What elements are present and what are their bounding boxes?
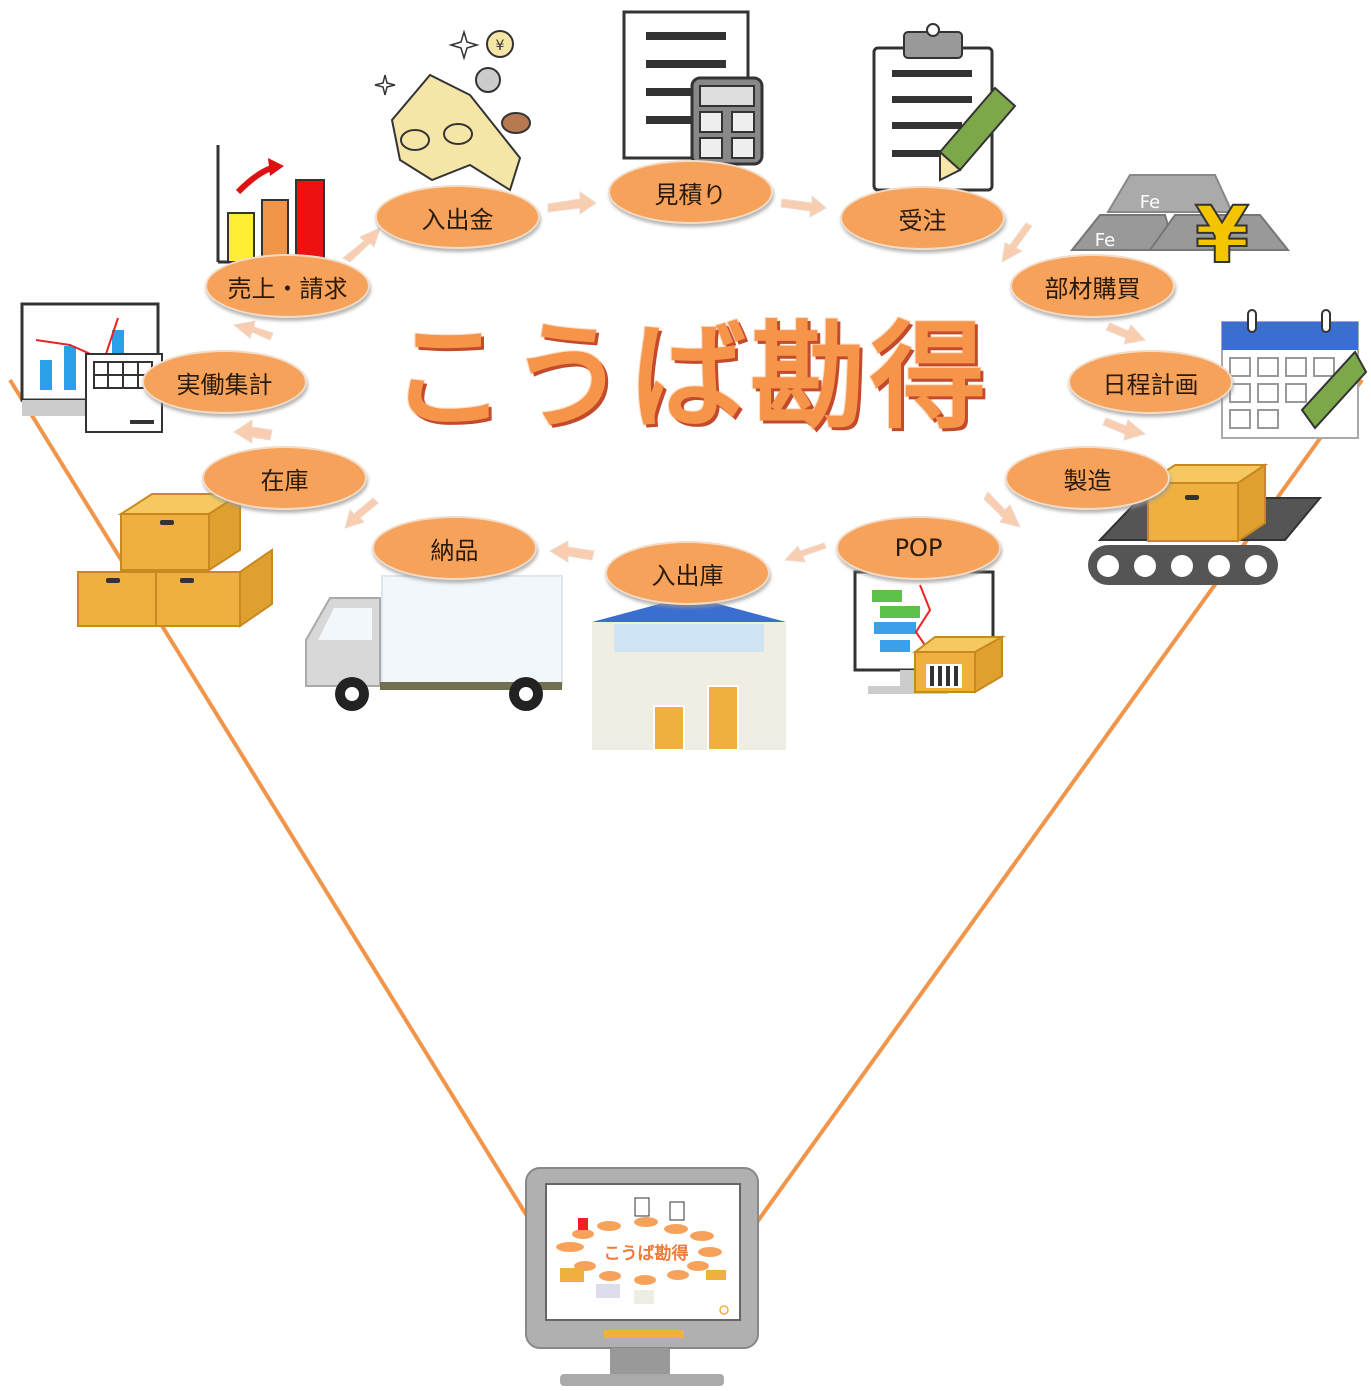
money-icon: ¥: [374, 29, 531, 192]
fe-label-top: Fe: [1140, 192, 1160, 213]
arrow-juchu-buzai: [1001, 222, 1033, 263]
arrow-seizo-pop: [983, 491, 1021, 528]
arrow-nyushukkin-mitsumori: [547, 191, 597, 215]
delivery-truck-icon: [305, 575, 563, 711]
node-buzai-kobai[interactable]: 部材購買: [1010, 254, 1175, 318]
connector-line-left: [8, 378, 550, 1252]
arrow-pop-nyushukko: [783, 542, 827, 563]
arrow-buzai-nittei: [1105, 322, 1146, 345]
calendar-icon: [1221, 309, 1368, 439]
monitor-screen-title: こうば勘得: [603, 1243, 689, 1264]
node-nittei-keikaku[interactable]: 日程計画: [1068, 350, 1233, 414]
arrow-uriage-nyushukkin: [342, 227, 381, 263]
node-nyushukko[interactable]: 入出庫: [605, 541, 770, 605]
monitor-icon: [525, 1167, 759, 1386]
main-title: こうば勘得: [390, 310, 990, 445]
arrow-nohin-zaiko: [344, 497, 379, 529]
worktime-report-icon: [20, 302, 163, 433]
node-nyushukkin[interactable]: 入出金: [375, 185, 540, 249]
arrow-jitsudo-uriage: [232, 320, 274, 341]
pop-terminal-icon: [853, 570, 1006, 694]
coin-mark-label: ¥: [496, 38, 505, 54]
node-mitsumori[interactable]: 見積り: [608, 160, 773, 224]
order-clipboard-icon: [872, 23, 1017, 192]
warehouse-icon: [592, 596, 786, 751]
arrow-mitsumori-juchu: [780, 194, 827, 218]
node-nohin[interactable]: 納品: [372, 516, 537, 580]
node-zaiko[interactable]: 在庫: [202, 446, 367, 510]
estimate-icon: [622, 10, 764, 166]
fe-label-bottom: Fe: [1095, 230, 1115, 251]
flow-arrows: [232, 191, 1147, 563]
node-pop[interactable]: POP: [836, 516, 1001, 580]
inventory-boxes-icon: [77, 492, 273, 628]
manufacturing-conveyor-icon: [1088, 463, 1323, 585]
material-ingot-icon: Fe Fe ¥: [1069, 174, 1291, 282]
arrow-zaiko-jitsudo: [233, 419, 273, 444]
node-uriage-seikyu[interactable]: 売上・請求: [205, 254, 370, 318]
node-seizo[interactable]: 製造: [1005, 446, 1170, 510]
arrow-nyushukko-nohin: [549, 540, 595, 563]
node-jitsudo-shukei[interactable]: 実働集計: [142, 350, 307, 414]
arrow-nittei-seizo: [1102, 417, 1147, 441]
yen-symbol: ¥: [1195, 191, 1249, 281]
node-juchu[interactable]: 受注: [840, 186, 1005, 250]
sales-chart-icon: [216, 145, 332, 264]
